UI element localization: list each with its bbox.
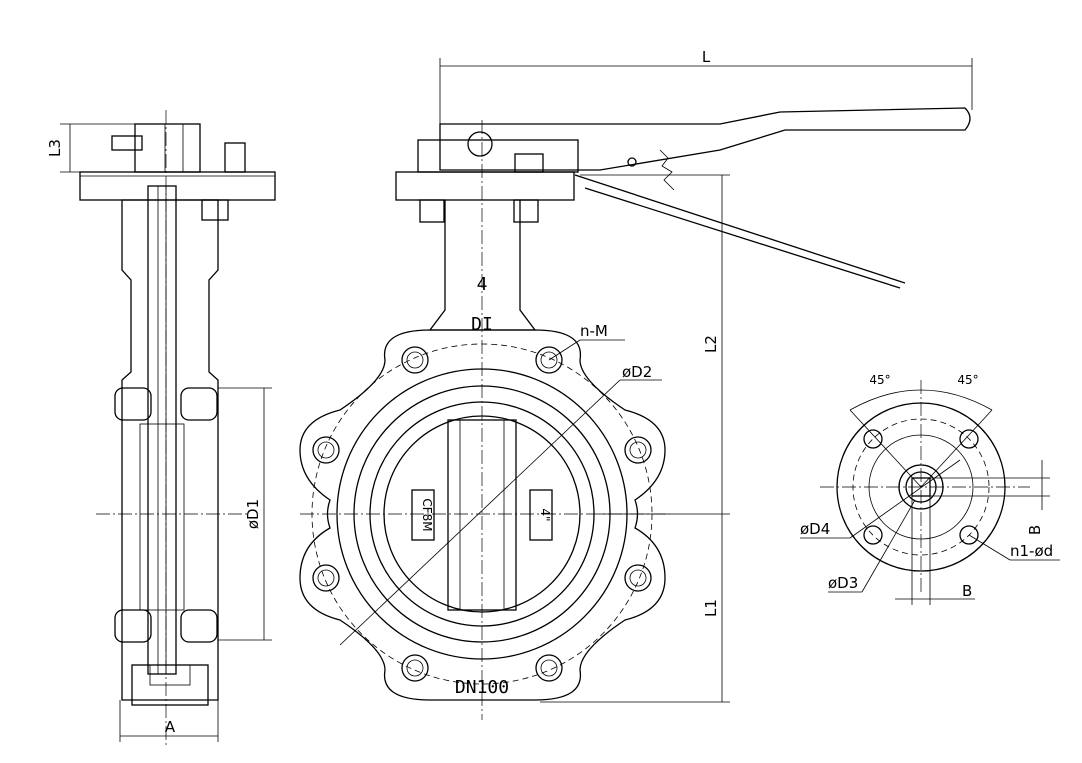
disc-material: CF8M bbox=[420, 498, 434, 531]
label-n1d: n1-ød bbox=[1010, 542, 1053, 560]
seat-upper-left bbox=[114, 387, 152, 421]
label-b-vertical: B bbox=[1026, 525, 1044, 535]
label-nm: n-M bbox=[580, 322, 608, 340]
label-l2: L2 bbox=[702, 335, 720, 353]
lever-spring bbox=[659, 149, 675, 191]
seat-lower-left bbox=[114, 609, 152, 643]
label-angle-1: 45° bbox=[869, 373, 890, 387]
top-plate bbox=[395, 171, 575, 201]
disc-size-box bbox=[529, 489, 553, 541]
lever-handle bbox=[439, 107, 971, 171]
top-hub-section bbox=[134, 123, 201, 173]
top-nut bbox=[224, 142, 246, 173]
section-view: L3 øD1 A bbox=[46, 110, 276, 745]
lug-body bbox=[299, 329, 666, 701]
lever-pin bbox=[627, 157, 637, 167]
top-bolt bbox=[111, 135, 143, 151]
stem-bore bbox=[147, 185, 177, 675]
disc-size: 4" bbox=[538, 508, 552, 521]
label-d2: øD2 bbox=[622, 363, 652, 381]
neck-section bbox=[121, 199, 219, 701]
label-angle-2: 45° bbox=[957, 373, 978, 387]
label-d4: øD4 bbox=[800, 520, 830, 538]
side-nut bbox=[201, 199, 229, 221]
lug-holes bbox=[312, 346, 652, 682]
label-l1: L1 bbox=[702, 599, 720, 617]
lever-open-position bbox=[574, 174, 906, 284]
front-view: 4 DI CF8M 4" DN100 bbox=[299, 48, 973, 720]
disc-material-box bbox=[411, 489, 435, 541]
neck bbox=[428, 200, 537, 331]
seat-upper-right bbox=[180, 387, 218, 421]
label-l3: L3 bbox=[46, 139, 64, 157]
label-d3: øD3 bbox=[828, 574, 858, 592]
flange-detail-view: 45° 45° øD4 øD3 n1-ød B B bbox=[800, 373, 1060, 605]
label-a: A bbox=[165, 718, 176, 736]
disc-hub bbox=[447, 419, 517, 611]
label-b-horizontal: B bbox=[962, 582, 972, 600]
seat-lower-right bbox=[180, 609, 218, 643]
label-d1: øD1 bbox=[244, 499, 262, 529]
top-bolt-head bbox=[467, 131, 493, 157]
label-l: L bbox=[702, 48, 711, 66]
